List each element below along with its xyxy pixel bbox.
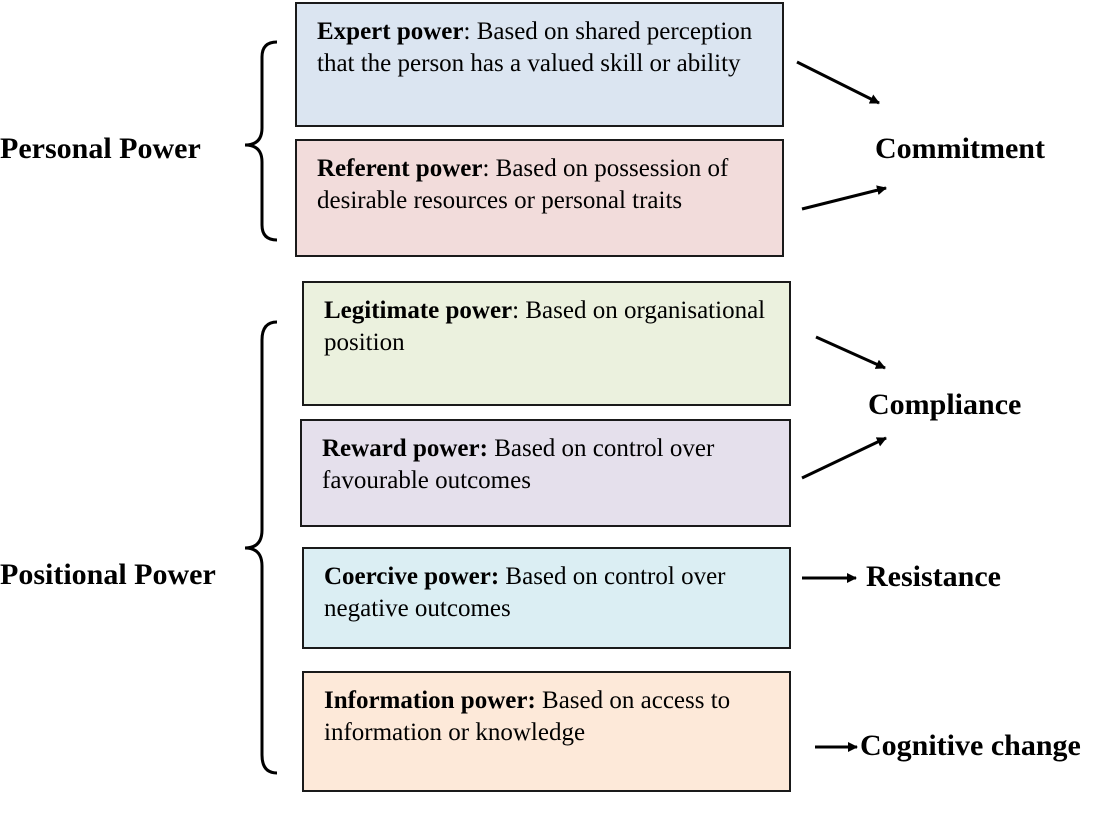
box-title: Coercive power: [324,563,500,590]
box-description: Based on control over negative outcomes [324,563,726,622]
box-title: Expert power [317,18,464,45]
expert-power-box: Expert power: Based on shared perception… [295,2,784,127]
box-sep: : [512,297,520,324]
personal-brace-icon [244,40,278,242]
positional-power-label: Positional Power [0,558,216,591]
personal-power-label: Personal Power [0,132,201,165]
box-description: Based on organisational position [324,297,766,356]
legitimate-power-box: Legitimate power: Based on organisationa… [302,281,791,406]
box-description: Based on shared perception that the pers… [317,18,753,77]
box-sep: : [482,155,490,182]
reward-power-box: Reward power: Based on control over favo… [300,419,791,527]
resistance-label: Resistance [866,560,1001,593]
box-sep: : [463,18,471,45]
box-title: Information power: [324,687,536,714]
box-description: Based on access to information or knowle… [324,687,731,746]
coercive-power-box: Coercive power: Based on control over ne… [302,547,791,649]
box-title: Referent power [317,155,483,182]
cognitive-change-label: Cognitive change [860,729,1081,762]
referent-power-box: Referent power: Based on possession of d… [295,139,784,257]
positional-brace-icon [244,320,278,775]
compliance-label: Compliance [868,388,1022,421]
information-power-box: Information power: Based on access to in… [302,671,791,792]
arrow-expert-commitment [796,60,880,105]
box-title: Reward power: [322,435,488,462]
box-description: Based on control over favourable outcome… [322,435,715,494]
arrow-referent-commitment [801,185,887,211]
box-title: Legitimate power [324,297,513,324]
arrow-reward-compliance [801,436,887,480]
box-description: Based on possession of desirable resourc… [317,155,729,214]
commitment-label: Commitment [875,132,1045,165]
arrow-legitimate-compliance [815,335,886,370]
